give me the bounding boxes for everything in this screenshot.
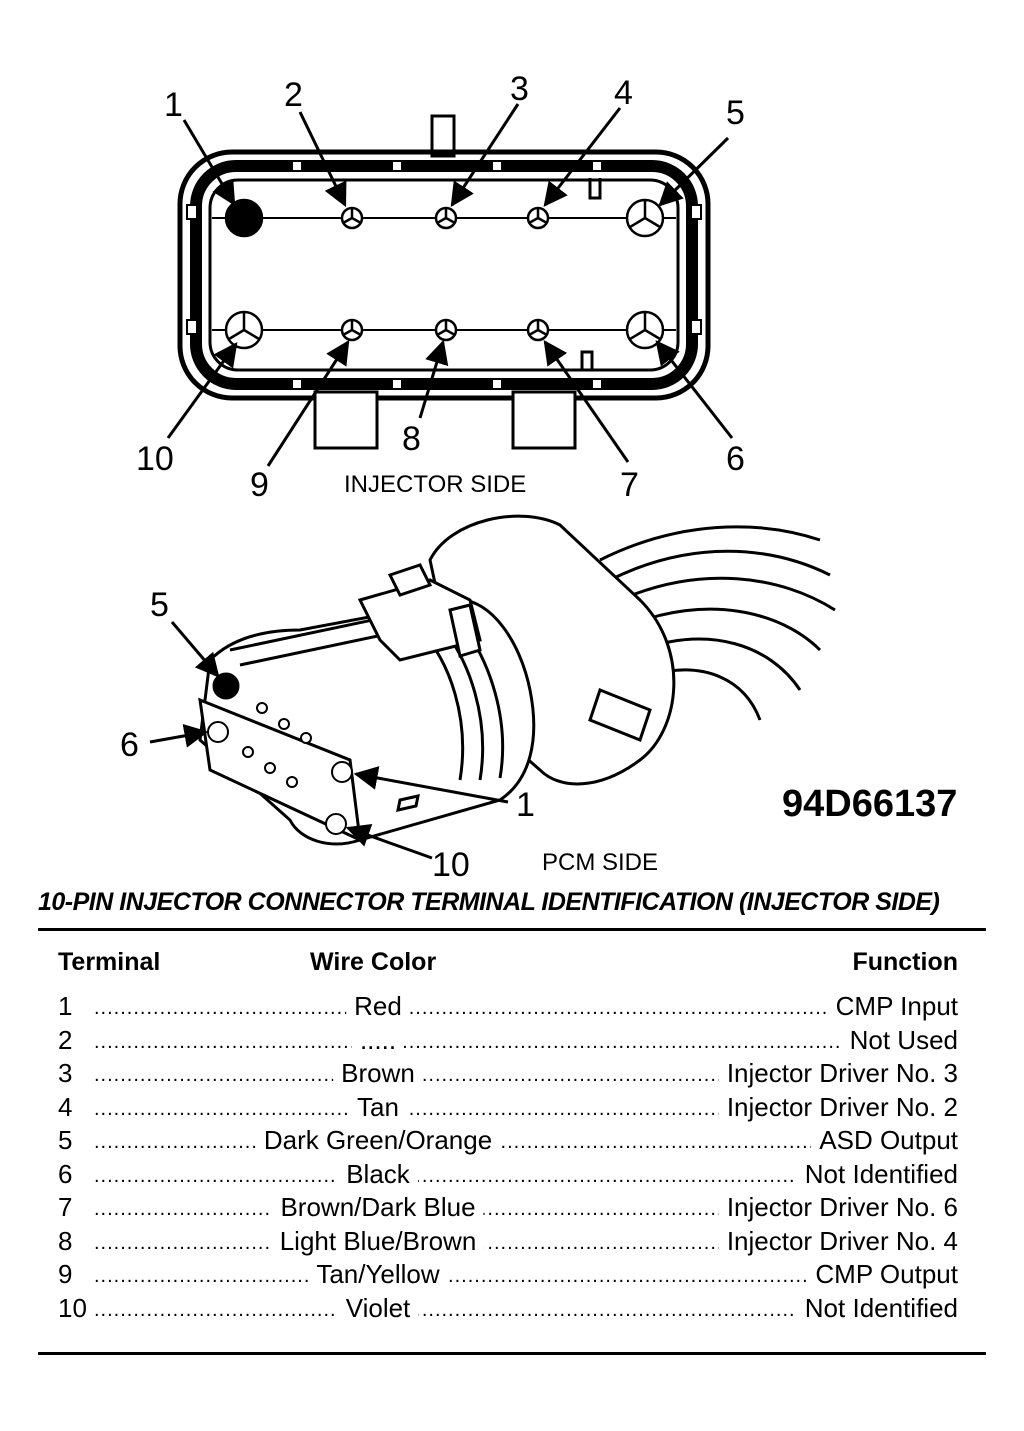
- terminal-table: Terminal Wire Color Function 1 .........…: [58, 948, 958, 1325]
- pin-9: [340, 318, 364, 342]
- cell-wire-color: Brown: [333, 1057, 423, 1090]
- cell-terminal: 9: [58, 1259, 73, 1289]
- cell-terminal: 4: [58, 1091, 73, 1122]
- figure-code: 94D66137: [782, 783, 957, 825]
- table-row: 2 ......................................…: [58, 1023, 958, 1058]
- cell-terminal: 10: [58, 1292, 87, 1323]
- table-row: 10 .....................................…: [58, 1291, 958, 1326]
- table-row: 4 ......................................…: [58, 1090, 958, 1125]
- cell-function: Injector Driver No. 4: [718, 1224, 958, 1258]
- table-header: Terminal Wire Color Function: [58, 948, 958, 990]
- header-terminal: Terminal: [58, 948, 161, 976]
- cell-function: ASD Output: [811, 1124, 958, 1157]
- cell-wire-color: Red: [346, 990, 410, 1023]
- pin-7: [526, 318, 550, 342]
- cell-terminal: 3: [58, 1058, 73, 1088]
- cell-function: Not Used: [841, 1023, 958, 1057]
- table-row: 7 ......................................…: [58, 1191, 958, 1225]
- injector-side-connector: [177, 114, 711, 450]
- cell-function: CMP Input: [827, 990, 958, 1023]
- cell-terminal: 6: [58, 1158, 73, 1189]
- header-wire-color: Wire Color: [310, 948, 437, 976]
- cell-wire-color: Violet: [337, 1291, 419, 1325]
- pin-10: [224, 310, 264, 350]
- pin-6: [625, 310, 665, 350]
- divider-top: [38, 928, 986, 931]
- table-row: 3 ......................................…: [58, 1057, 958, 1091]
- pin-5: [625, 198, 665, 238]
- pin-2: [340, 206, 364, 230]
- pcm-side-caption: PCM SIDE: [542, 849, 658, 876]
- pin-4: [526, 206, 550, 230]
- cell-wire-color: Tan: [349, 1090, 407, 1124]
- pin-3: [434, 206, 458, 230]
- cell-wire-color: Dark Green/Orange: [255, 1124, 501, 1157]
- label-pin-3: 3: [510, 70, 529, 108]
- cell-wire-color: Tan/Yellow: [308, 1258, 448, 1291]
- dot-leader: ........................................…: [94, 1298, 958, 1321]
- pcm-leaders: [149, 621, 509, 860]
- cell-function: Injector Driver No. 6: [718, 1191, 958, 1224]
- pcm-label-pin-1: 1: [516, 786, 535, 824]
- table-row: 9 ......................................…: [58, 1258, 958, 1292]
- pin-1: [224, 198, 264, 238]
- label-pin-10: 10: [136, 440, 174, 478]
- label-pin-4: 4: [614, 74, 633, 112]
- pcm-label-pin-6: 6: [120, 726, 139, 764]
- dot-leader: ........................................…: [94, 1164, 958, 1187]
- pcm-pin-5: [212, 672, 240, 700]
- table-row: 5 ......................................…: [58, 1124, 958, 1158]
- pin-8: [434, 318, 458, 342]
- injector-side-caption: INJECTOR SIDE: [344, 471, 526, 498]
- cell-function: Not Identified: [796, 1157, 958, 1191]
- label-pin-5: 5: [726, 94, 745, 132]
- pcm-label-pin-10: 10: [432, 846, 470, 880]
- cell-terminal: 1: [58, 991, 73, 1021]
- injector-pin-labels: 1 2 3 4 5 10 9 8 7 6: [136, 70, 745, 504]
- cell-function: Injector Driver No. 2: [718, 1090, 958, 1124]
- cell-wire-color: .....: [351, 1023, 405, 1057]
- dot-leader: ........................................…: [94, 997, 958, 1019]
- cell-function: CMP Output: [807, 1258, 958, 1291]
- table-row: 6 ......................................…: [58, 1157, 958, 1192]
- pcm-label-pin-5: 5: [150, 586, 169, 624]
- label-pin-6: 6: [726, 440, 745, 478]
- table-row: 8 ......................................…: [58, 1224, 958, 1259]
- cell-function: Injector Driver No. 3: [718, 1057, 958, 1090]
- cell-terminal: 8: [58, 1225, 73, 1256]
- cell-function: Not Identified: [796, 1291, 958, 1325]
- label-pin-8: 8: [402, 420, 421, 458]
- divider-bottom: [38, 1352, 986, 1355]
- label-pin-2: 2: [284, 76, 303, 114]
- table-row: 1 ......................................…: [58, 990, 958, 1024]
- connector-diagram: 1 2 3 4 5 10 9 8 7 6 INJECTOR SIDE: [120, 70, 957, 880]
- dot-leader: ........................................…: [94, 1030, 958, 1053]
- cell-wire-color: Light Blue/Brown: [271, 1224, 485, 1258]
- cell-wire-color: Black: [338, 1157, 418, 1191]
- table-title: 10-PIN INJECTOR CONNECTOR TERMINAL IDENT…: [38, 888, 940, 916]
- pcm-pin-labels: 5 6 1 10: [120, 586, 535, 880]
- cell-terminal: 5: [58, 1125, 73, 1155]
- label-pin-7: 7: [620, 466, 639, 504]
- pcm-side-connector: [198, 514, 836, 846]
- cell-terminal: 7: [58, 1192, 73, 1222]
- label-pin-1: 1: [164, 86, 183, 124]
- cell-terminal: 2: [58, 1024, 73, 1055]
- header-function: Function: [852, 948, 958, 976]
- injector-leaders: [166, 103, 734, 467]
- cell-wire-color: Brown/Dark Blue: [272, 1191, 484, 1224]
- injector-pins: [224, 198, 665, 350]
- label-pin-9: 9: [250, 466, 269, 504]
